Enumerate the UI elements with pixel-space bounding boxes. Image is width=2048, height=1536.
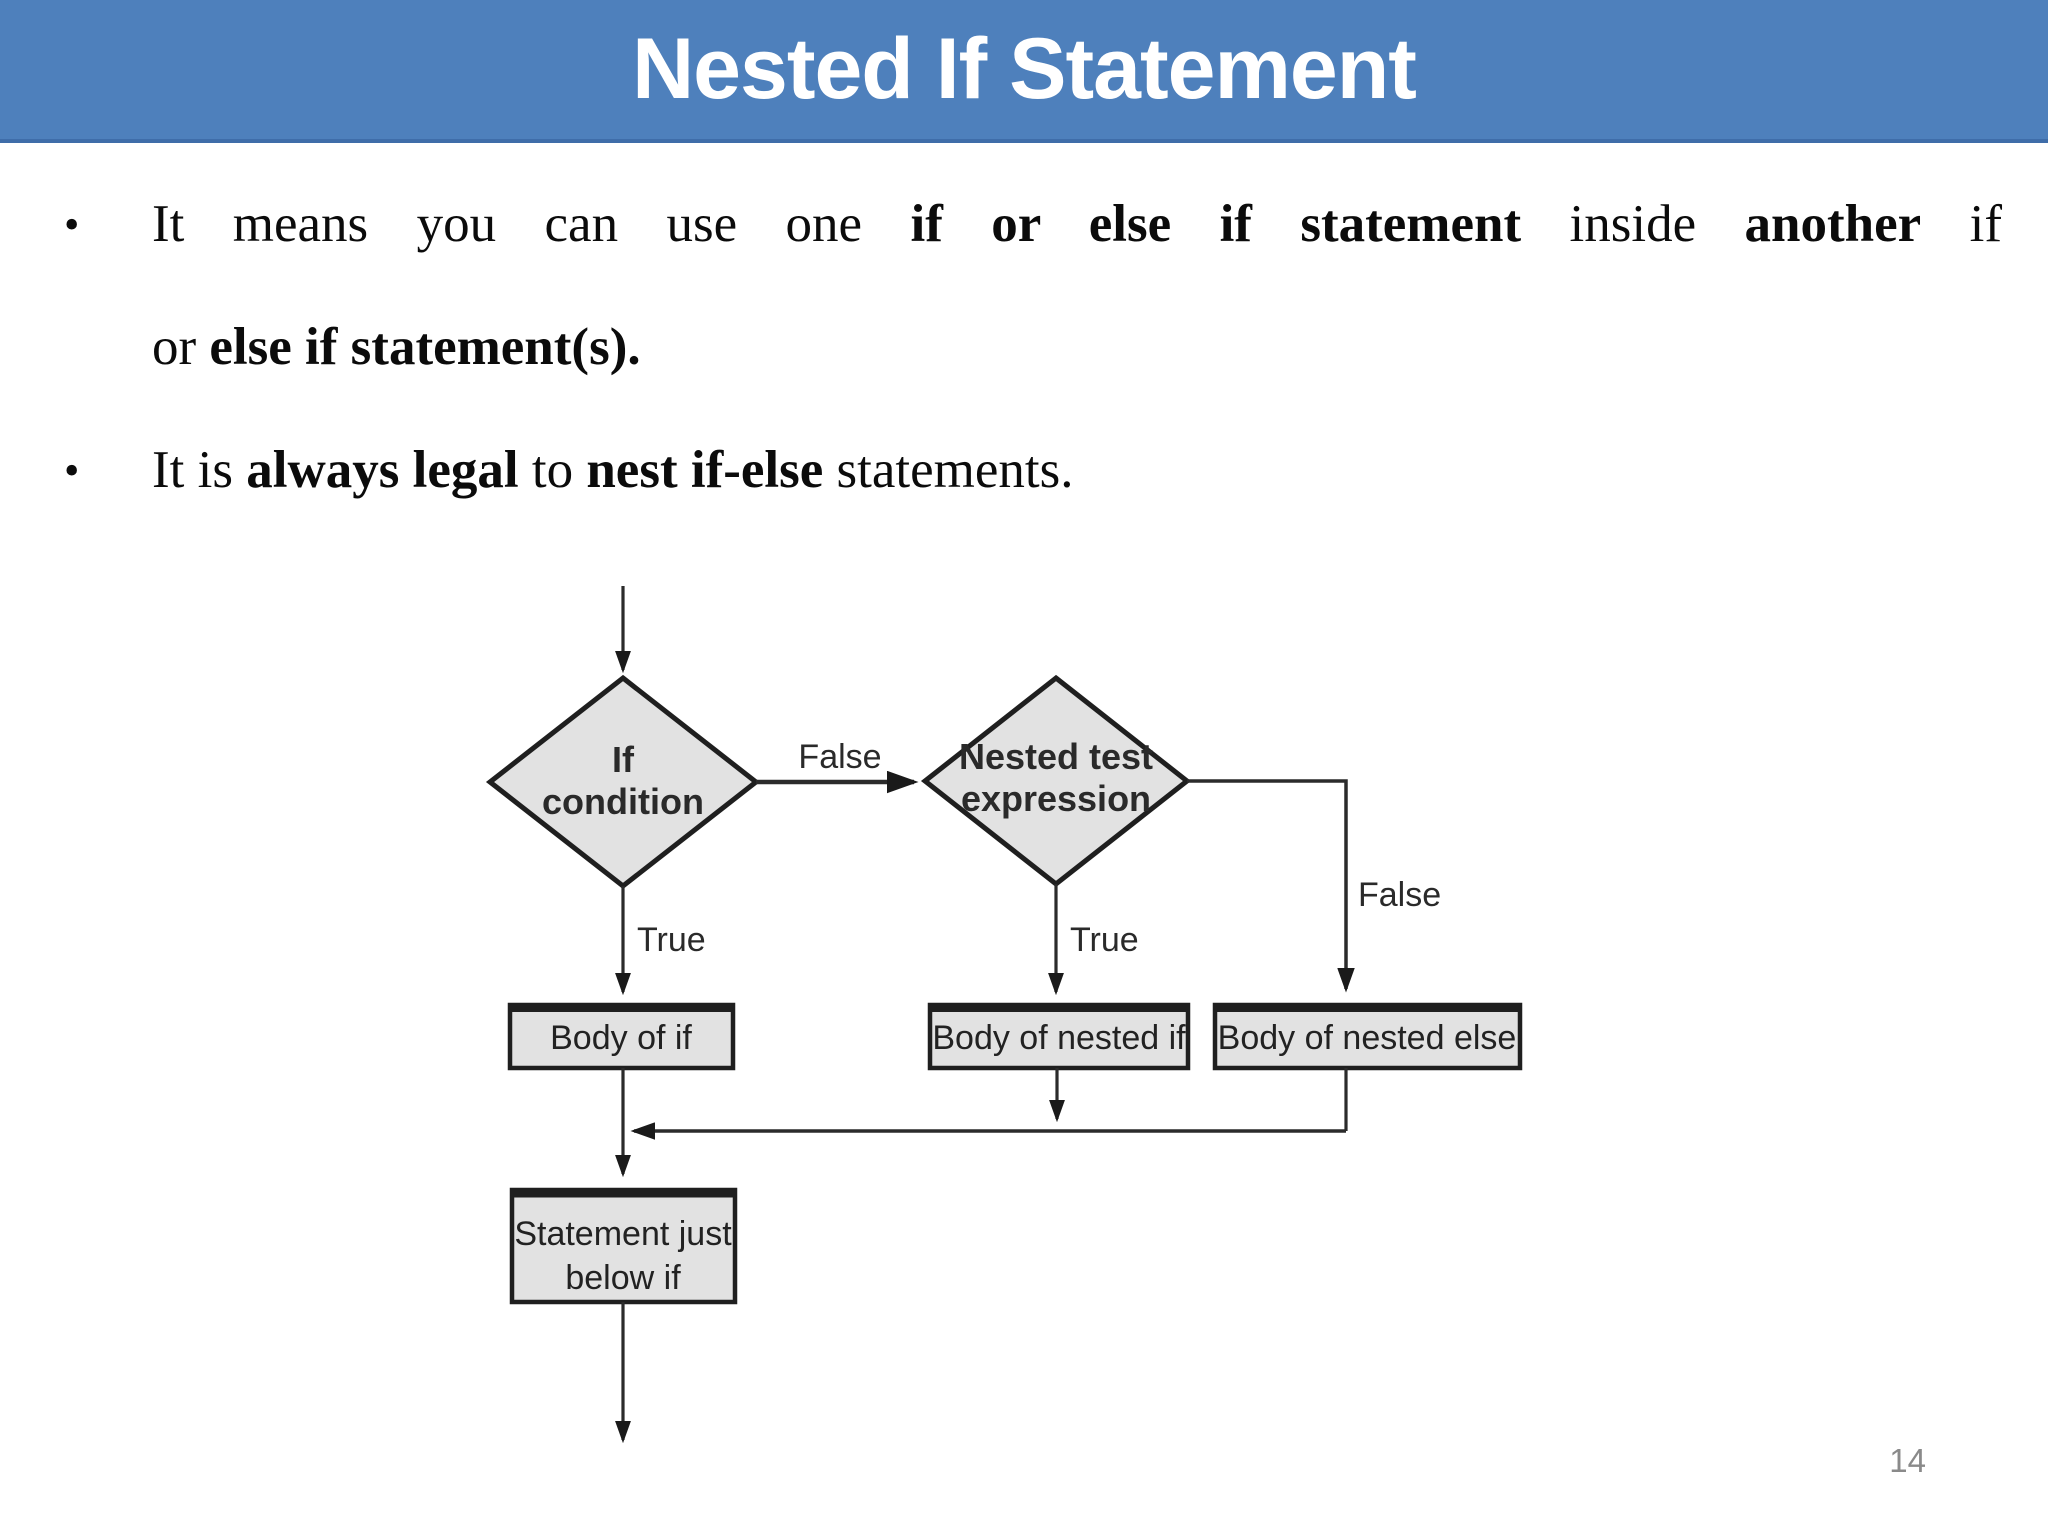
bullet2-line1: It is always legal to nest if-else state… [152,441,1074,499]
nested-test-label-line2: expression [961,778,1151,819]
bullet-icon: • [64,200,80,249]
body-of-nested-else-box [1212,1002,1523,1071]
bullet-item-1: • It means you can use one if or else if… [52,163,2002,409]
statement-below-if-label-line2: below if [565,1259,681,1297]
bullet1-line2: or else if statement(s). [152,318,641,376]
body-of-nested-if-label: Body of nested if [932,1019,1186,1057]
true-label-1: True [637,921,706,959]
body-of-if-label: Body of if [550,1019,692,1057]
nested-test-label-line1: Nested test [959,736,1153,777]
page-number: 14 [1889,1442,1926,1479]
false-label-2: False [1358,876,1441,914]
bullet-list: • It means you can use one if or else if… [52,163,2002,532]
bullet-text-2: It is always legal to nest if-else state… [152,409,2002,532]
false-arrow-2 [1187,779,1355,993]
page-title: Nested If Statement [632,21,1417,117]
title-bar: Nested If Statement [0,0,2048,143]
body-of-nested-else-label: Body of nested else [1218,1019,1517,1057]
statement-below-if-label-line1: Statement just [514,1215,732,1253]
if-condition-label-line2: condition [542,781,704,822]
if-condition-label-line1: If [612,739,635,780]
bullet-item-2: • It is always legal to nest if-else sta… [52,409,2002,532]
true-label-2: True [1070,921,1139,959]
bullet1-line1: It means you can use one if or else if s… [152,195,2002,253]
bullet-icon: • [64,446,80,495]
bullet-text-1: It means you can use one if or else if s… [152,163,2002,409]
false-label-1: False [798,738,881,776]
